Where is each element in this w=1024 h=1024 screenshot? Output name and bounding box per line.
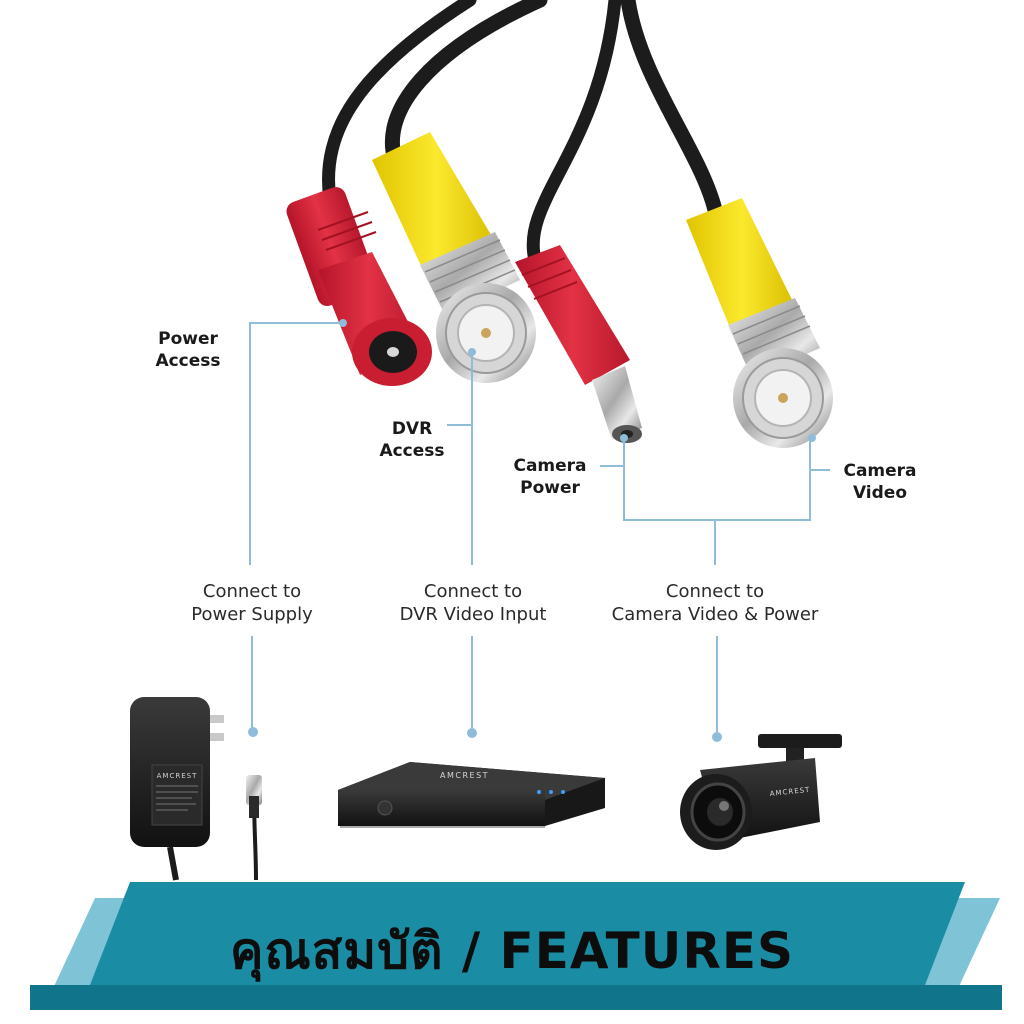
cable-yellow-right [620, 0, 723, 218]
power-access-connector [286, 187, 432, 386]
dvr-brand-text: AMCREST [440, 771, 489, 780]
power-adapter-image: AMCREST [130, 697, 262, 881]
line-power-access [249, 322, 340, 565]
cables [322, 0, 723, 267]
camera-image: AMCREST [680, 734, 842, 850]
label-dvr-access: DVR Access [379, 419, 445, 461]
connector-dots [248, 319, 816, 742]
label-camera-power: Camera Power [513, 456, 587, 498]
line-camera-power [623, 440, 811, 521]
camera-power-connector [515, 245, 642, 443]
cable-red-right [526, 0, 622, 267]
label-connect-dvr-input: Connect to DVR Video Input [399, 581, 547, 625]
features-banner [30, 882, 1002, 1010]
dvr-access-connector [372, 132, 536, 383]
camera-video-connector [686, 198, 833, 448]
label-camera-video: Camera Video [843, 461, 917, 503]
banner-title: คุณสมบัติ / FEATURES [229, 922, 795, 980]
label-power-access: Power Access [155, 329, 221, 371]
cable-yellow-left [384, 0, 548, 168]
dvr-image: AMCREST [338, 762, 605, 828]
adapter-brand-text: AMCREST [157, 772, 198, 780]
label-connect-power-supply: Connect to Power Supply [191, 581, 313, 625]
label-connect-camera: Connect to Camera Video & Power [611, 581, 819, 625]
connector-lines [249, 322, 830, 732]
cable-red-left [322, 0, 477, 207]
